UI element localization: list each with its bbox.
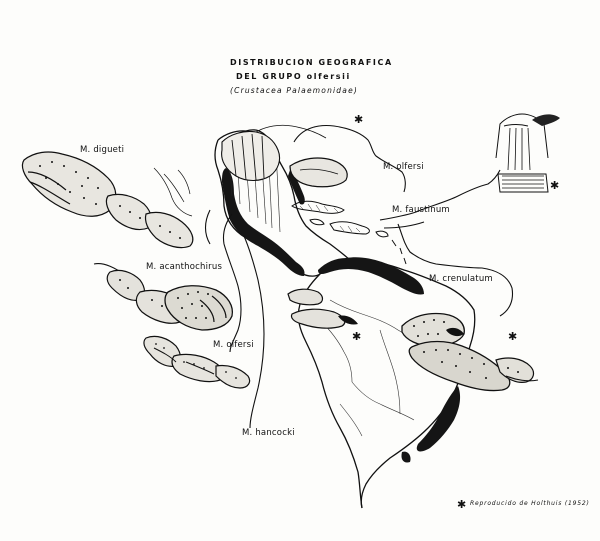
- olfersi-sa-claw-drawing: [287, 288, 358, 329]
- title-line-2: DEL GRUPO olfersii: [236, 72, 351, 81]
- olfersi-left-stipple: [155, 343, 237, 379]
- inset-hatching: [502, 127, 544, 189]
- label-m-olfersi-top: M. olfersi: [383, 162, 424, 172]
- brazil-coast-shading: [416, 386, 461, 452]
- label-m-crenulatum: M. crenulatum: [429, 274, 493, 284]
- range-boundaries: [204, 124, 514, 429]
- label-m-digueti: M. digueti: [80, 145, 125, 155]
- acanthochirus-stipple: [119, 279, 209, 319]
- pacific-coast-shading: [222, 168, 305, 276]
- north-coast-shading: [318, 257, 424, 295]
- title-line-1: DISTRIBUCION GEOGRAFICA: [230, 58, 393, 67]
- caribbean-islands: [291, 200, 407, 265]
- olfersi-left-claw-drawing: [143, 335, 251, 389]
- star-marker-sa-west: ✱: [352, 330, 362, 343]
- star-marker-sa-east: ✱: [508, 330, 518, 343]
- central-prawn-drawing: [221, 124, 348, 188]
- inset-claw: [532, 114, 560, 126]
- label-m-acanthochirus: M. acanthochirus: [146, 262, 223, 272]
- acanthochirus-claw-drawing: [93, 263, 234, 331]
- digueti-claw-drawing: [21, 151, 194, 249]
- star-marker-note: ✱: [457, 498, 467, 511]
- south-america-outline: [297, 260, 476, 509]
- digueti-stipple: [39, 161, 181, 239]
- gulf-coast-shading: [288, 170, 305, 205]
- star-marker-north: ✱: [354, 113, 364, 126]
- crenulatum-claw-drawing: [401, 312, 539, 392]
- label-m-faustinum: M. faustinum: [392, 205, 450, 215]
- label-m-olfersi-left: M. olfersi: [213, 340, 254, 350]
- star-marker-inset: ✱: [550, 179, 560, 192]
- subtitle: (Crustacea Palaemonidae): [230, 86, 359, 95]
- source-note: Reproducido de Holthuis (1952): [470, 500, 590, 507]
- crenulatum-stipple: [413, 319, 519, 379]
- label-m-hancocki: M. hancocki: [242, 428, 295, 438]
